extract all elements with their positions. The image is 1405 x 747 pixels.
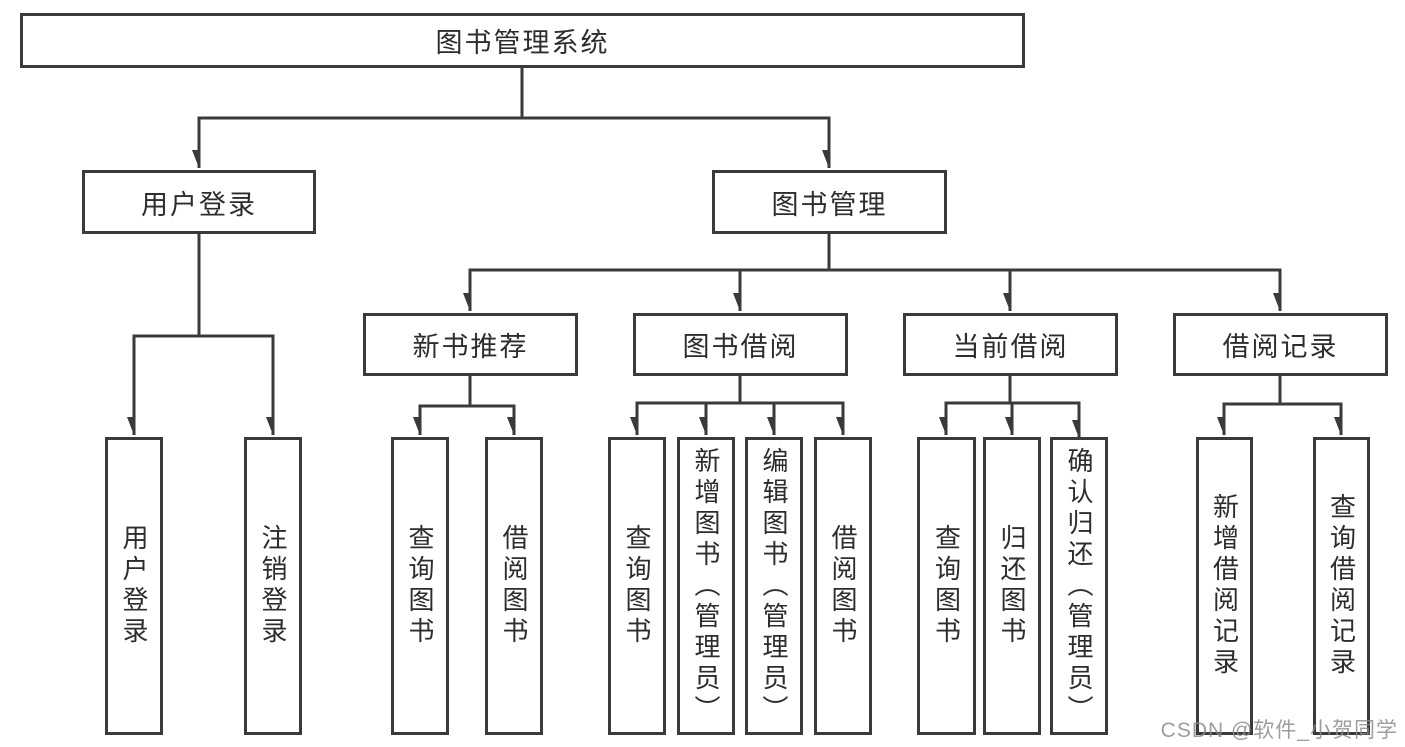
leaf-add-borrow-record: 新增借阅记录: [1196, 437, 1253, 735]
node-label: 查询图书: [405, 524, 435, 648]
node-label: 查询图书: [622, 524, 652, 648]
leaf-borrow-books-borrowing: 借阅图书: [814, 437, 872, 735]
node-current-borrowing: 当前借阅: [903, 313, 1118, 376]
leaf-borrow-books-newbook: 借阅图书: [485, 437, 543, 735]
leaf-query-books-current: 查询图书: [917, 437, 976, 735]
node-label: 借阅记录: [1222, 332, 1339, 362]
leaf-logout: 注销登录: [244, 437, 302, 735]
leaf-confirm-return-admin: 确认归还（管理员）: [1050, 437, 1108, 735]
node-label: 图书管理: [771, 189, 888, 220]
node-label: 借阅图书: [828, 524, 858, 648]
node-book-management: 图书管理: [712, 170, 947, 234]
node-label: 图书管理系统: [435, 28, 610, 58]
node-new-book-recommendation: 新书推荐: [363, 313, 578, 376]
node-borrowing-records: 借阅记录: [1173, 313, 1388, 376]
node-label: 新书推荐: [412, 332, 529, 362]
node-label: 归还图书: [997, 524, 1027, 648]
node-label: 注销登录: [258, 524, 288, 648]
leaf-edit-books-admin: 编辑图书（管理员）: [745, 437, 803, 735]
node-label: 编辑图书（管理员）: [759, 446, 789, 726]
leaf-query-books-borrowing: 查询图书: [608, 437, 666, 735]
leaf-query-borrow-record: 查询借阅记录: [1313, 437, 1370, 735]
node-book-borrowing: 图书借阅: [633, 313, 848, 376]
csdn-watermark: CSDN @软件_小贺同学: [1160, 719, 1398, 742]
node-label: 查询图书: [931, 524, 962, 648]
node-label: 查询借阅记录: [1326, 493, 1357, 679]
leaf-return-books: 归还图书: [983, 437, 1041, 735]
node-root-system: 图书管理系统: [20, 13, 1025, 68]
node-label: 新增借阅记录: [1209, 493, 1240, 679]
leaf-query-books-newbook: 查询图书: [391, 437, 449, 735]
node-label: 借阅图书: [499, 524, 529, 648]
node-label: 图书借阅: [682, 332, 799, 362]
leaf-add-books-admin: 新增图书（管理员）: [677, 437, 735, 735]
node-label: 新增图书（管理员）: [691, 446, 721, 726]
leaf-user-login: 用户登录: [105, 437, 163, 735]
node-label: 用户登录: [141, 189, 257, 220]
node-label: 确认归还（管理员）: [1064, 446, 1094, 726]
node-label: 用户登录: [119, 524, 149, 648]
node-user-login: 用户登录: [82, 170, 316, 234]
node-label: 当前借阅: [952, 332, 1069, 362]
